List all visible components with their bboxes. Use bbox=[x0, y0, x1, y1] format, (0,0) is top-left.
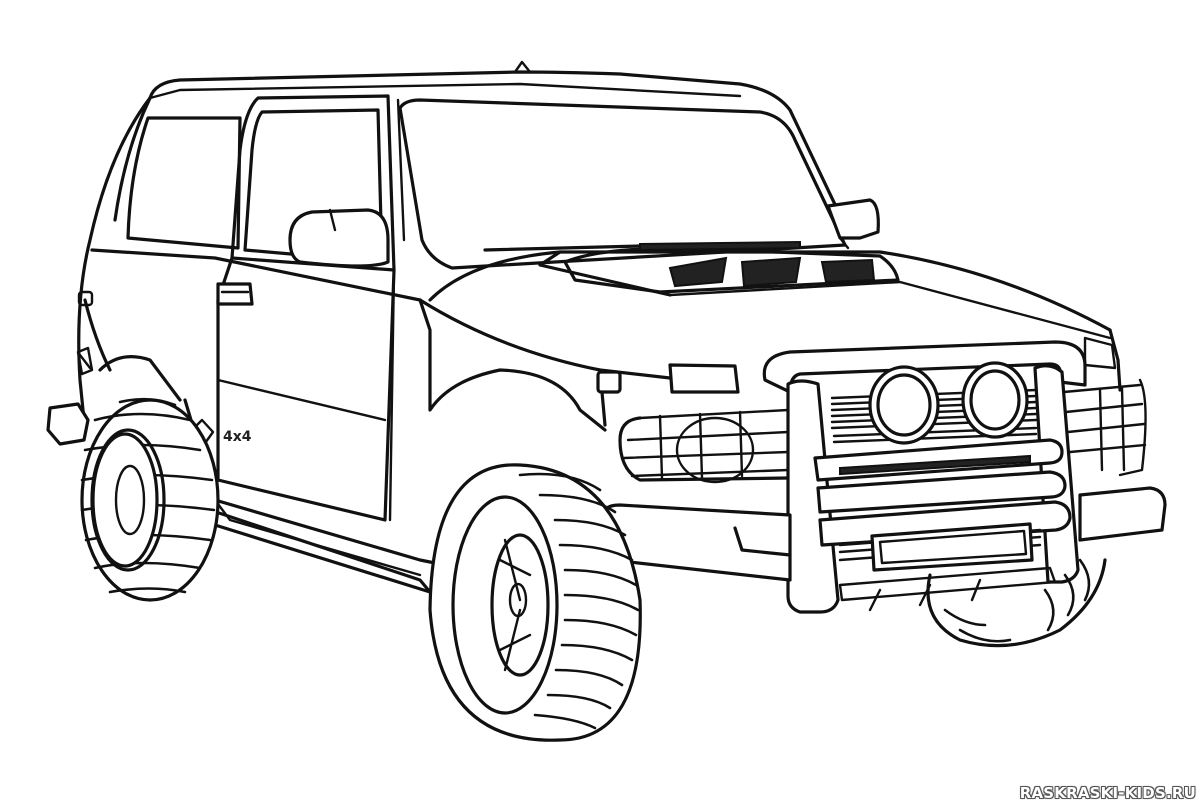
right-front-wheel bbox=[926, 558, 1107, 648]
front-indicators bbox=[596, 363, 740, 394]
right-mirror bbox=[826, 198, 880, 250]
rear-badge bbox=[76, 346, 94, 376]
windshield bbox=[398, 98, 847, 270]
rear-details bbox=[46, 290, 182, 446]
front-bumper bbox=[602, 486, 1167, 612]
front-rim bbox=[451, 495, 559, 715]
hood-vents bbox=[483, 240, 900, 294]
body-outline bbox=[77, 60, 1122, 594]
license-plate bbox=[870, 522, 1034, 572]
fog-light-right bbox=[961, 361, 1029, 439]
headlight-guard bbox=[618, 408, 790, 484]
fog-lights bbox=[868, 361, 1029, 445]
right-guard bbox=[1062, 378, 1147, 477]
watermark: RASKRASKI-KIDS.RU bbox=[1019, 784, 1196, 802]
badge-text: 4x4 bbox=[223, 429, 252, 445]
side-mirror bbox=[288, 208, 390, 268]
door-handle bbox=[216, 282, 254, 306]
rear-wheel bbox=[80, 397, 220, 602]
front-wheel bbox=[428, 463, 642, 742]
door bbox=[216, 256, 396, 522]
fuel-cap bbox=[77, 290, 94, 307]
fog-light-left bbox=[868, 365, 940, 445]
rear-light bbox=[46, 402, 90, 446]
rear-side-window bbox=[126, 116, 242, 250]
